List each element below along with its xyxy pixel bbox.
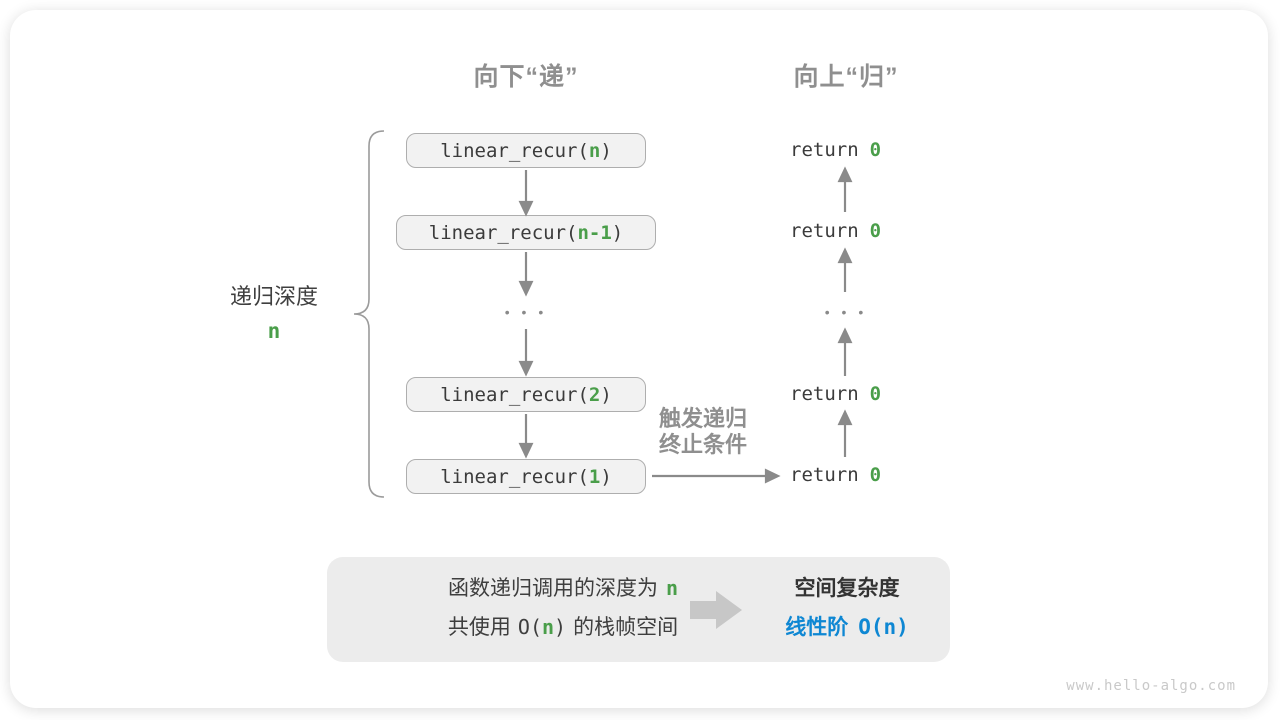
result-value: 线性阶 O(n) — [752, 608, 942, 647]
call-box-n-1: linear_recur(n-1) — [396, 215, 656, 250]
call-box-n: linear_recur(n) — [406, 133, 646, 168]
return-value: 0 — [869, 383, 882, 405]
summary-box — [327, 557, 950, 662]
call-close: ) — [600, 139, 612, 162]
trigger-line-1: 触发递归 — [658, 406, 747, 431]
return-value: 0 — [869, 220, 882, 242]
call-arg: n — [588, 139, 601, 162]
call-close: ) — [600, 383, 612, 406]
result-complexity: O(n) — [858, 615, 909, 639]
trigger-label: 触发递归 终止条件 — [638, 406, 768, 458]
header-ascend: 向上“归” — [793, 63, 899, 91]
return-line: return 0 — [790, 383, 881, 405]
summary-right-text: 空间复杂度 线性阶 O(n) — [752, 569, 942, 647]
return-value: 0 — [869, 139, 882, 161]
return-line: return 0 — [790, 139, 881, 161]
summary-space-text2: 的栈帧空间 — [573, 616, 679, 639]
summary-space-line: 共使用 O(n) 的栈帧空间 — [363, 608, 763, 647]
return-keyword: return — [790, 464, 859, 486]
summary-space-text1: 共使用 — [447, 616, 511, 639]
call-box-2: linear_recur(2) — [406, 377, 646, 412]
result-label: 线性阶 — [785, 616, 849, 639]
call-text: linear_recur( — [428, 221, 578, 244]
call-arg: 2 — [588, 383, 601, 406]
call-text: linear_recur( — [440, 139, 589, 162]
depth-value: n — [267, 319, 281, 343]
call-close: ) — [600, 465, 612, 488]
trigger-line-2: 终止条件 — [658, 432, 747, 457]
watermark: www.hello-algo.com — [1066, 678, 1236, 694]
call-arg: n-1 — [577, 221, 612, 244]
call-text: linear_recur( — [440, 465, 589, 488]
summary-space-n: n — [542, 615, 555, 639]
summary-space-o: O( — [517, 615, 542, 639]
summary-depth-line: 函数递归调用的深度为 n — [363, 569, 763, 608]
call-arg: 1 — [588, 465, 601, 488]
summary-depth-value: n — [665, 576, 679, 600]
return-line: return 0 — [790, 464, 881, 486]
call-box-1: linear_recur(1) — [406, 459, 646, 494]
call-text: linear_recur( — [440, 383, 589, 406]
depth-label: 递归深度 — [229, 284, 318, 309]
return-keyword: return — [790, 139, 859, 161]
return-ellipsis: • • • — [824, 304, 868, 320]
return-value: 0 — [869, 464, 882, 486]
header-descend: 向下“递” — [473, 63, 579, 91]
summary-space-o-n: O(n) — [518, 615, 566, 639]
summary-depth-text: 函数递归调用的深度为 — [447, 577, 658, 600]
result-title: 空间复杂度 — [794, 577, 900, 600]
return-line: return 0 — [790, 220, 881, 242]
call-ellipsis: • • • — [504, 304, 548, 320]
call-close: ) — [611, 221, 624, 244]
summary-space-close: ) — [554, 615, 567, 639]
return-keyword: return — [790, 220, 859, 242]
return-keyword: return — [790, 383, 859, 405]
